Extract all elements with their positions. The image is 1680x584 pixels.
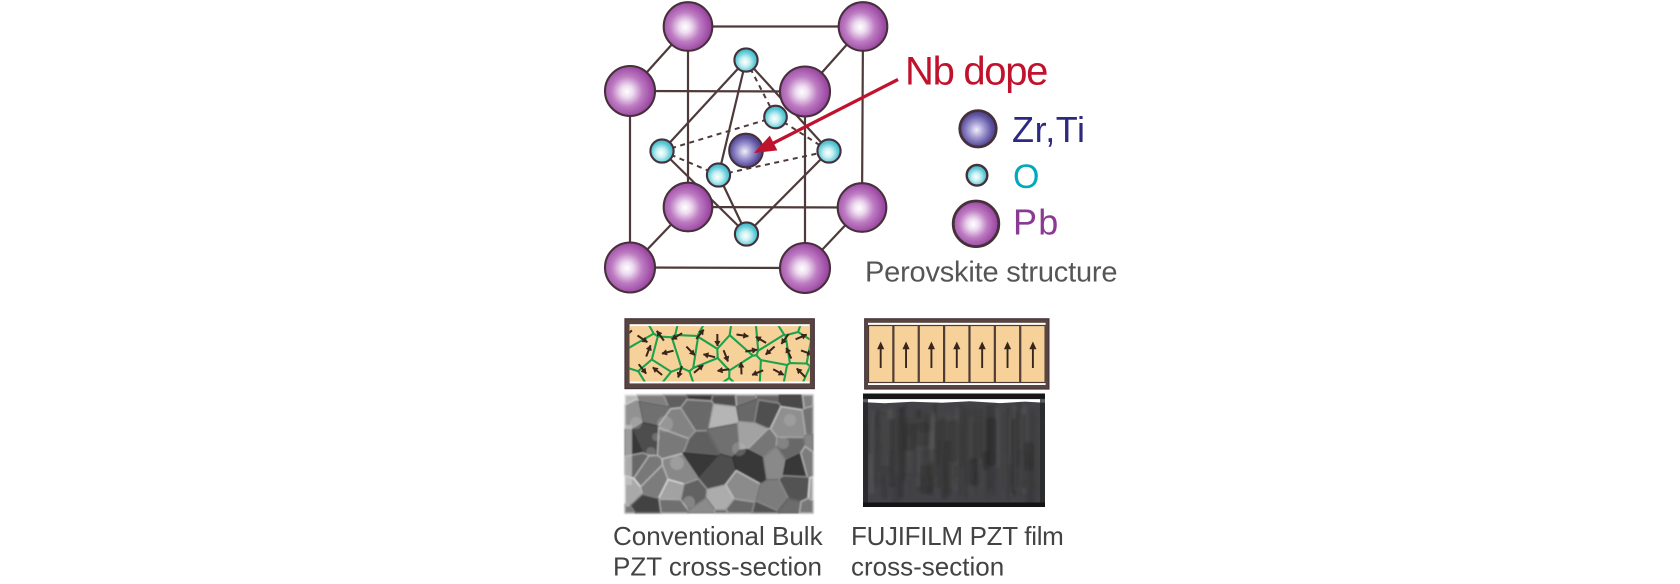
svg-text:cross-section: cross-section — [851, 552, 1004, 582]
svg-text:Pb: Pb — [1013, 202, 1059, 243]
svg-text:FUJIFILM PZT film: FUJIFILM PZT film — [851, 521, 1064, 551]
svg-text:Perovskite structure: Perovskite structure — [865, 257, 1117, 289]
svg-text:O: O — [1013, 158, 1039, 196]
svg-text:PZT cross-section: PZT cross-section — [613, 552, 822, 582]
svg-text:Conventional Bulk: Conventional Bulk — [613, 521, 824, 551]
svg-text:Zr,Ti: Zr,Ti — [1012, 109, 1086, 150]
svg-text:Nb dope: Nb dope — [905, 50, 1047, 94]
